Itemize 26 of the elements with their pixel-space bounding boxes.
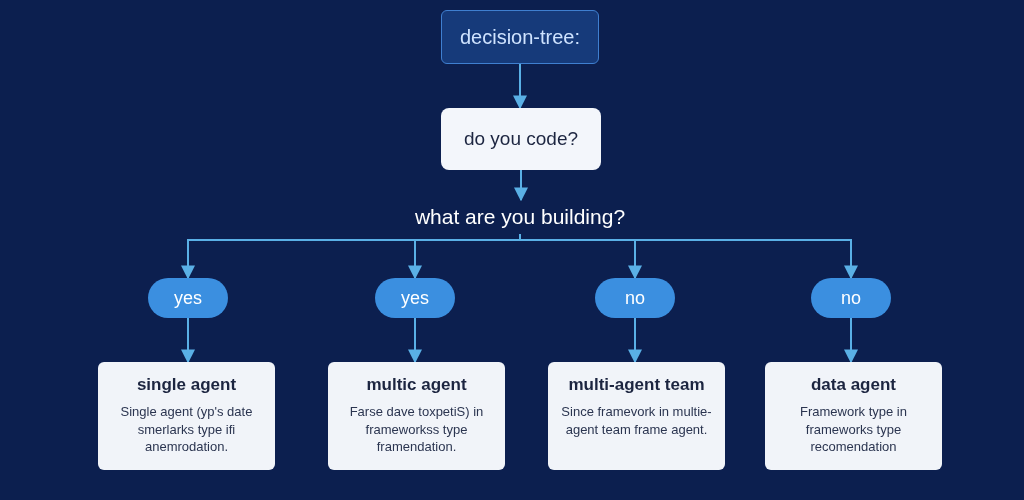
result-card [328,362,505,470]
arrow [844,317,858,364]
card-heading: multi-agent team [568,374,705,396]
result-card [98,362,275,470]
question-text: what are you building? [385,200,655,234]
title-box: decision-tree: [441,10,599,64]
answer-pill: yes [148,278,228,318]
card-description: Framework type in frameworks type recomendation [799,403,908,456]
card-description: Single agent (yp's date smerlarks type ifi anemrodation. [119,403,254,456]
arrow [519,233,858,280]
answer-pill: no [595,278,675,318]
question-box: do you code? [441,108,601,170]
arrow [514,169,528,202]
arrow [628,317,642,364]
card-heading: multic agent [366,374,467,396]
arrow [408,317,422,364]
arrow [181,317,195,364]
arrow [513,63,527,110]
card-heading: single agent [136,374,237,396]
card-description: Since framevork in multie-agent team frame agent. [560,403,713,439]
answer-pill: yes [375,278,455,318]
card-heading: data agent [811,374,896,396]
answer-pill: no [811,278,891,318]
result-card [765,362,942,470]
result-card [548,362,725,470]
card-description: Farse dave toxpetiS) in frameworkss type framendation. [348,403,485,456]
